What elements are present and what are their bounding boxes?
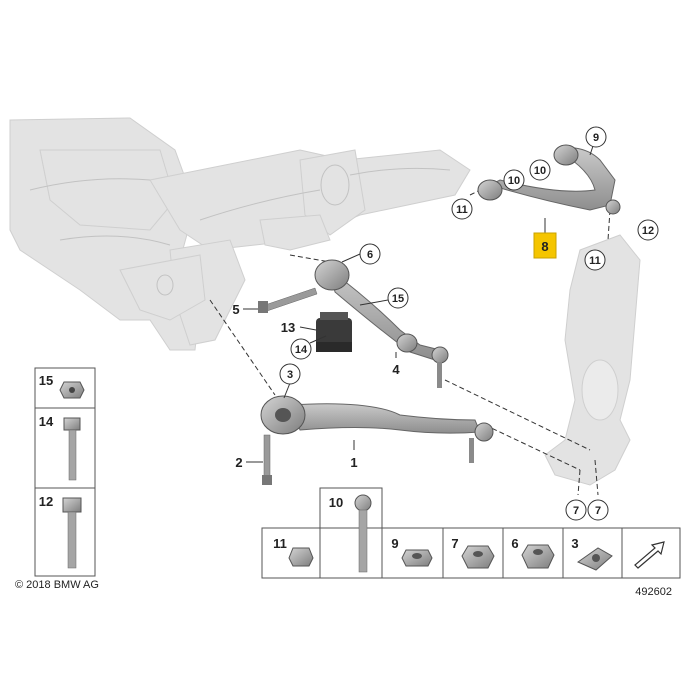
callout-15: 15 <box>359 287 409 309</box>
svg-text:7: 7 <box>451 536 458 551</box>
callout-7: 7 <box>587 499 609 521</box>
callout-1: 1 <box>350 440 358 470</box>
svg-text:1: 1 <box>350 455 357 470</box>
side-part-12: 12 <box>39 494 82 569</box>
svg-text:7: 7 <box>573 505 579 517</box>
callout-14: 14 <box>290 335 327 360</box>
bottom-part-9: 9 <box>391 536 433 567</box>
svg-text:3: 3 <box>287 369 293 381</box>
bottom-part-7: 7 <box>451 536 495 569</box>
svg-text:12: 12 <box>39 494 53 509</box>
callout-9: 9 <box>585 126 607 156</box>
assembly-lines <box>209 189 611 496</box>
svg-text:12: 12 <box>642 225 654 237</box>
side-part-14: 14 <box>39 414 81 481</box>
svg-text:11: 11 <box>589 255 601 267</box>
bottom-part-6: 6 <box>511 536 555 569</box>
svg-text:10: 10 <box>508 175 520 187</box>
bolt-part-5 <box>258 287 318 313</box>
svg-text:15: 15 <box>39 373 53 388</box>
callout-8-highlighted: 8 <box>533 218 557 259</box>
side-parts-panel: 15 14 12 <box>34 367 96 577</box>
bolt-part-2 <box>262 434 272 485</box>
rubber-mount <box>316 312 352 352</box>
callout-12: 12 <box>637 219 659 241</box>
svg-text:15: 15 <box>392 293 404 305</box>
svg-text:9: 9 <box>391 536 398 551</box>
callout-2: 2 <box>235 455 263 470</box>
svg-text:5: 5 <box>232 302 239 317</box>
svg-text:10: 10 <box>329 495 343 510</box>
copyright-notice: © 2018 BMW AG <box>15 579 99 591</box>
upper-control-arm <box>477 144 621 215</box>
callout-3: 3 <box>279 363 301 399</box>
direction-arrow-icon <box>634 541 665 569</box>
callout-13: 13 <box>281 320 317 335</box>
svg-text:9: 9 <box>593 132 599 144</box>
bottom-parts-panel: 11 10 9 7 6 3 <box>261 487 681 579</box>
bottom-part-10: 10 <box>329 494 372 573</box>
callout-10: 10 <box>503 169 525 191</box>
front-subframe <box>9 117 471 351</box>
svg-text:14: 14 <box>39 414 54 429</box>
steering-knuckle <box>544 234 641 486</box>
svg-text:6: 6 <box>511 536 518 551</box>
callout-4: 4 <box>392 352 400 377</box>
side-part-15: 15 <box>39 373 85 399</box>
callouts: 9 10 10 11 8 12 11 6 <box>232 126 659 521</box>
svg-text:14: 14 <box>295 344 308 356</box>
svg-text:11: 11 <box>456 204 468 216</box>
callout-11: 11 <box>584 249 606 271</box>
figure-number: 492602 <box>635 586 672 598</box>
tension-strut <box>314 259 449 388</box>
callout-5: 5 <box>232 302 258 317</box>
bottom-part-11: 11 <box>273 536 314 567</box>
svg-text:4: 4 <box>392 362 400 377</box>
svg-text:6: 6 <box>367 249 373 261</box>
callout-6: 6 <box>341 243 381 265</box>
bottom-part-3: 3 <box>571 536 613 571</box>
svg-text:3: 3 <box>571 536 578 551</box>
svg-text:7: 7 <box>595 505 601 517</box>
callout-7: 7 <box>565 499 587 521</box>
subframe-detail-lines <box>29 164 451 296</box>
lower-control-arm <box>260 395 494 463</box>
svg-text:2: 2 <box>235 455 242 470</box>
svg-text:10: 10 <box>534 165 546 177</box>
callout-10: 10 <box>529 159 551 181</box>
svg-text:8: 8 <box>541 239 548 254</box>
svg-text:13: 13 <box>281 320 295 335</box>
callout-11: 11 <box>451 198 473 220</box>
svg-text:11: 11 <box>273 536 287 551</box>
